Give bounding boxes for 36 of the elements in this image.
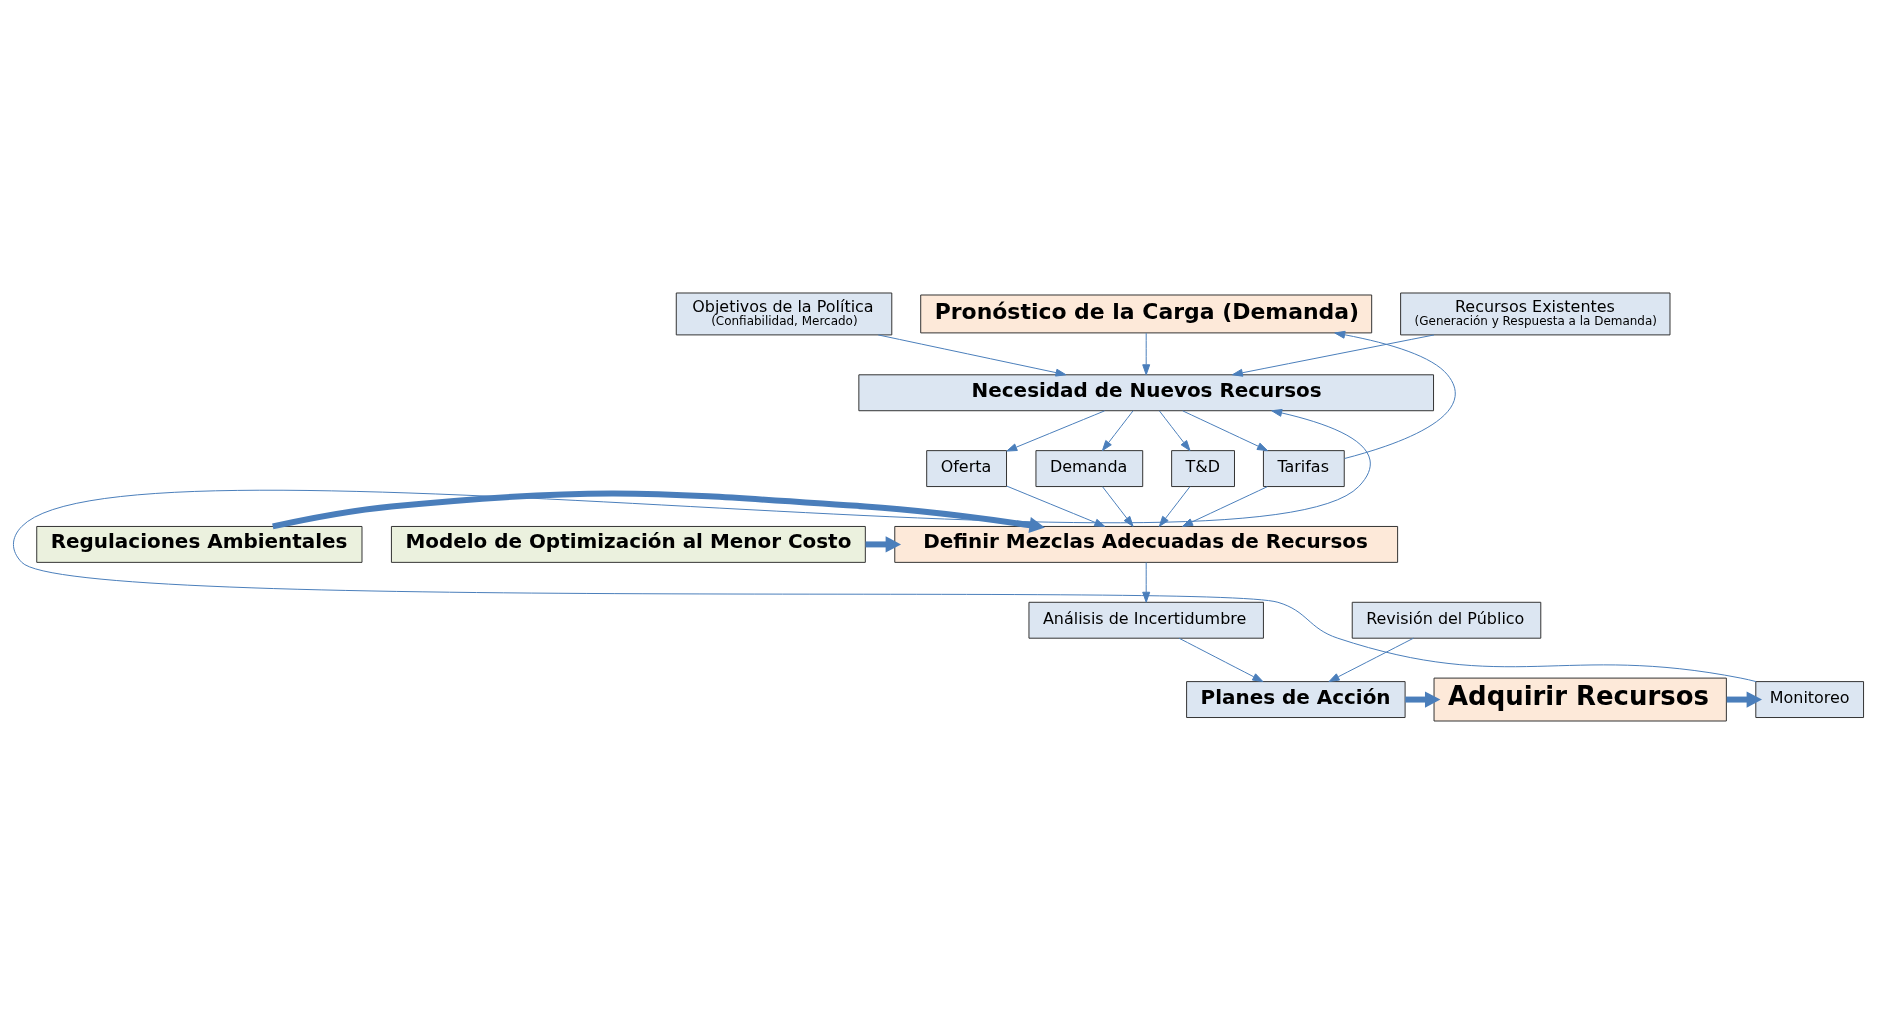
node-box: Oferta [926, 449, 1007, 487]
node-box: Modelo de Optimización al Menor Costo [390, 525, 866, 563]
node-box: T&D [1171, 449, 1235, 487]
arrow [1182, 485, 1268, 527]
node-box: Recursos Existentes (Generación y Respuesta a la Demanda) [1400, 292, 1671, 335]
arrow [272, 490, 1045, 533]
arrow [1102, 485, 1134, 527]
arrow [1178, 637, 1264, 682]
node-box: Regulaciones Ambientales [36, 525, 363, 563]
arrow [1328, 637, 1414, 682]
node-box: Pronóstico de la Carga (Demanda) [920, 294, 1373, 333]
node-box: Tarifas [1262, 449, 1345, 487]
arrow [1142, 561, 1151, 603]
node-box: Definir Mezclas Adecuadas de Recursos [894, 525, 1399, 563]
arrow [1231, 333, 1435, 377]
node-box: Objetivos de la Política (Confiabilidad, Mercado) [675, 292, 893, 335]
node-box: Necesidad de Nuevos Recursos [858, 373, 1435, 411]
node-box: Demanda [1035, 449, 1144, 487]
arrow [1726, 690, 1763, 708]
arrow [1405, 690, 1441, 708]
node-box: Análisis de Incertidumbre [1028, 601, 1264, 639]
arrow [1142, 332, 1151, 375]
node-box: Planes de Acción [1186, 680, 1406, 718]
arrow [1006, 485, 1106, 527]
node-box: Revisión del Público [1351, 601, 1542, 639]
arrow [12, 408, 1757, 682]
arrow [1158, 409, 1191, 451]
node-box: Monitoreo [1755, 680, 1865, 718]
arrow [877, 333, 1067, 377]
node-box: Adquirir Recursos [1433, 677, 1727, 721]
arrow [1006, 409, 1106, 452]
arrow [1334, 330, 1456, 459]
arrow [865, 535, 902, 552]
arrow [1101, 409, 1134, 451]
arrow [1182, 409, 1268, 451]
arrow [1158, 485, 1191, 527]
